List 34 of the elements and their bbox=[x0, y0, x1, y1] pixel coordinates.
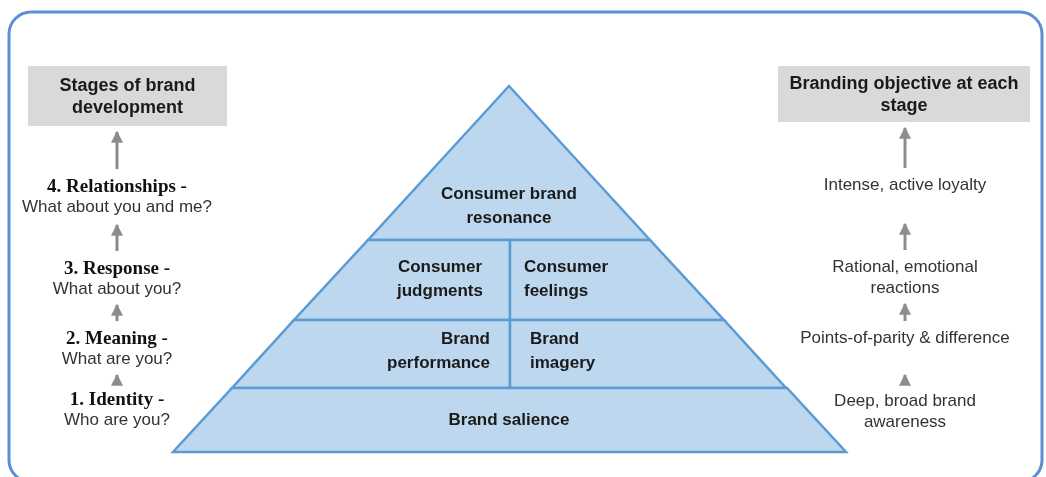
level-label: Brand imagery bbox=[530, 328, 597, 374]
stage-description: What about you and me? bbox=[21, 196, 213, 217]
header-box bbox=[28, 66, 227, 126]
stage-heading: 4. Relationships - bbox=[46, 175, 188, 196]
stage-description: What about you? bbox=[51, 278, 183, 299]
stage-description: Rational, emotional reactions bbox=[831, 256, 979, 298]
header-box bbox=[778, 66, 1030, 122]
arrow bbox=[899, 222, 911, 250]
arrow bbox=[111, 130, 123, 169]
pyramid-level bbox=[232, 320, 510, 388]
arrow bbox=[899, 302, 911, 321]
arrow bbox=[111, 373, 123, 386]
pyramid-level bbox=[294, 240, 510, 320]
stage-description: Intense, active loyalty bbox=[822, 174, 988, 195]
arrow bbox=[899, 126, 911, 168]
level-label: Consumer brand resonance bbox=[440, 183, 578, 229]
stage-description: Points-of-parity & difference bbox=[800, 327, 1010, 348]
level-label: Brand performance bbox=[386, 328, 490, 374]
stage-description: Deep, broad brand awareness bbox=[833, 390, 977, 432]
pyramid-level bbox=[510, 240, 724, 320]
pyramid-level bbox=[510, 320, 786, 388]
level-label: Consumer feelings bbox=[524, 256, 610, 302]
level-label: Brand salience bbox=[447, 409, 571, 431]
arrow bbox=[111, 303, 123, 321]
arrow bbox=[111, 223, 123, 251]
stage-description: Who are you? bbox=[63, 409, 171, 430]
column-heading: Stages of brand development bbox=[58, 74, 197, 118]
column-heading: Branding objective at each stage bbox=[788, 72, 1020, 116]
stage-heading: 3. Response - bbox=[62, 257, 172, 278]
stage-heading: 1. Identity - bbox=[68, 388, 166, 409]
level-label: Consumer judgments bbox=[395, 256, 484, 302]
stage-heading: 2. Meaning - bbox=[65, 327, 169, 348]
stage-description: What are you? bbox=[60, 348, 174, 369]
arrow bbox=[899, 373, 911, 386]
